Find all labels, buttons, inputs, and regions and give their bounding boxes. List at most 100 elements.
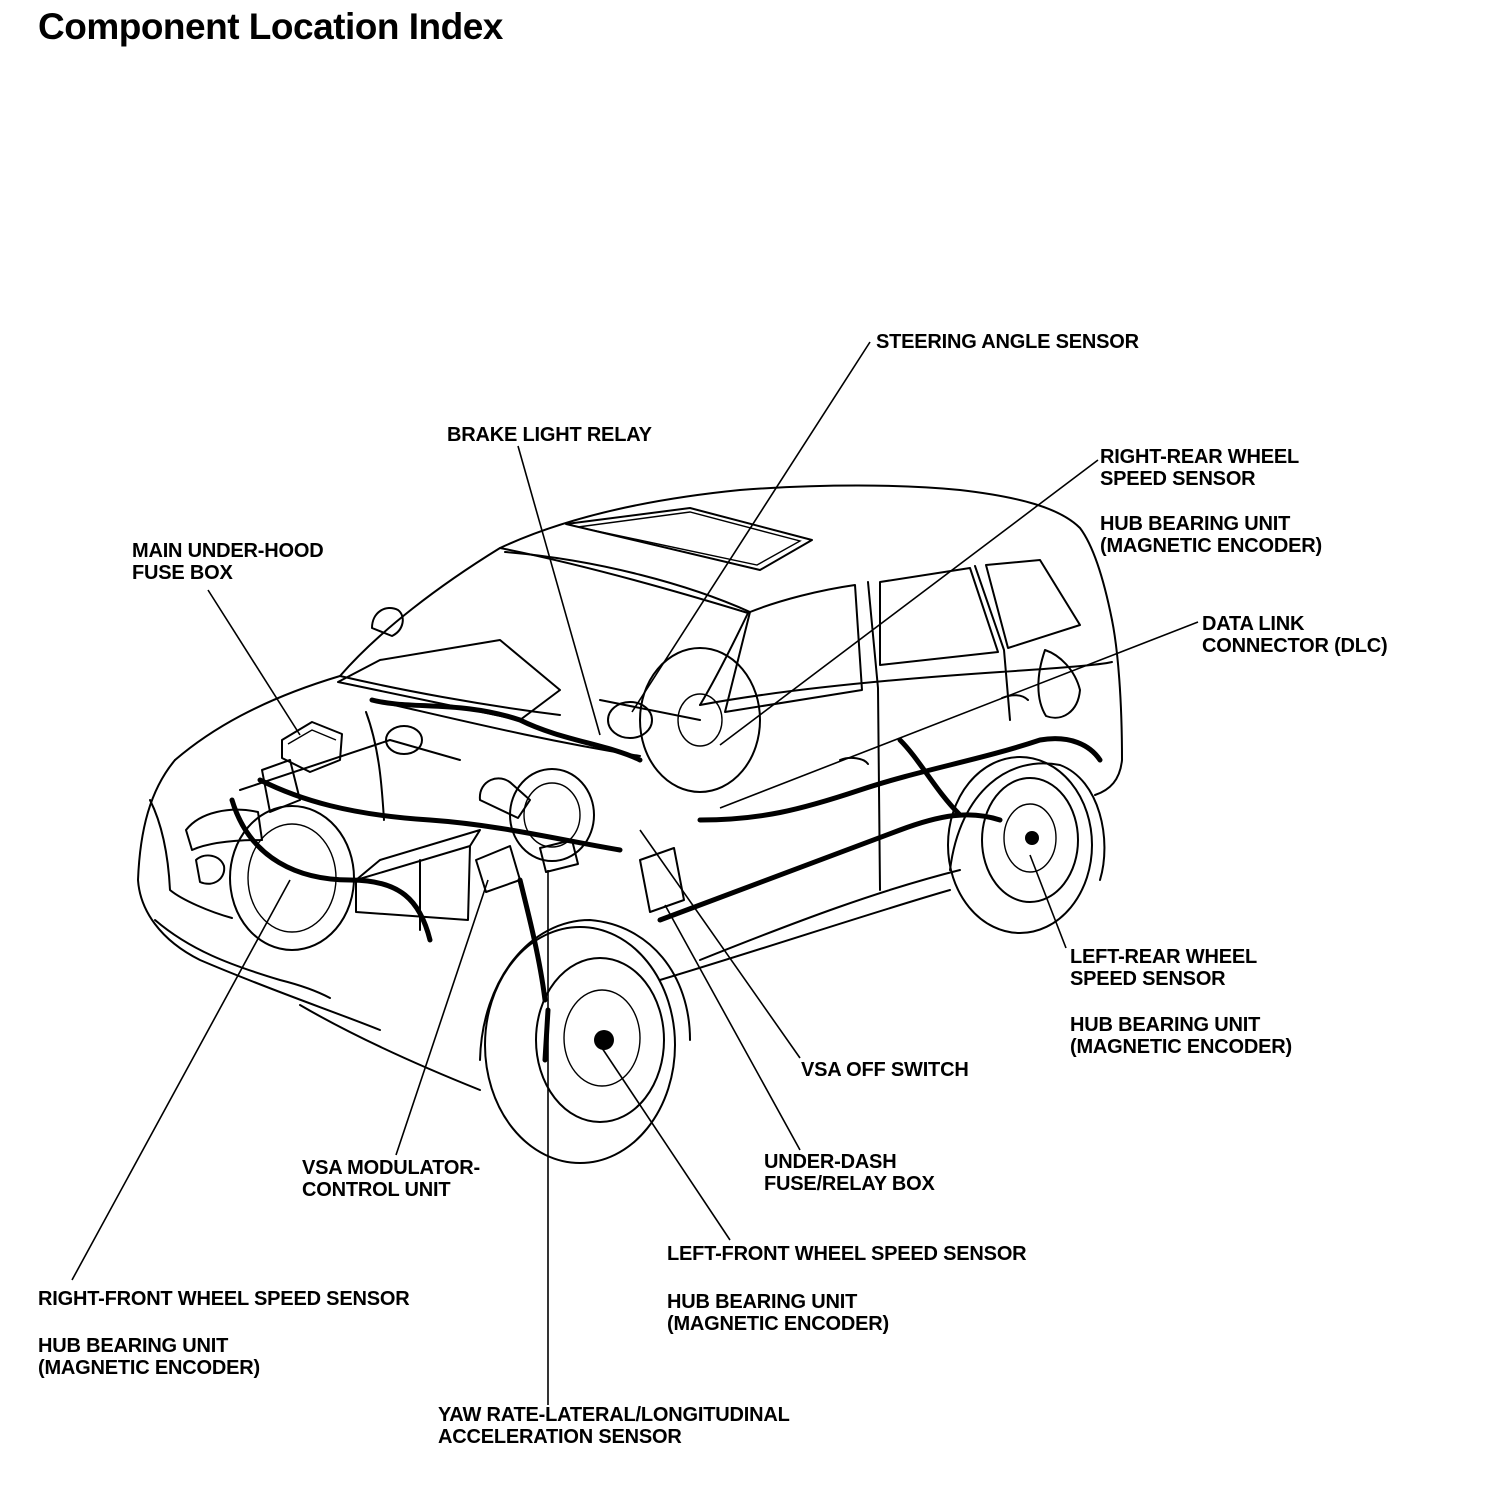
harness-engine	[257, 777, 623, 853]
left-front-hub	[594, 1030, 614, 1050]
label-line: LEFT-FRONT WHEEL SPEED SENSOR	[667, 1243, 1027, 1265]
label-right-front-hub-bearing-unit: HUB BEARING UNIT (MAGNETIC ENCODER)	[38, 1335, 260, 1379]
rear-quarter	[1037, 649, 1081, 719]
label-line: ACCELERATION SENSOR	[438, 1426, 682, 1448]
fuse-box-cover	[287, 729, 337, 745]
label-line: (MAGNETIC ENCODER)	[667, 1313, 889, 1335]
label-line: CONTROL UNIT	[302, 1179, 451, 1201]
label-line: RIGHT-REAR WHEEL	[1100, 446, 1300, 468]
side-mirror	[371, 607, 404, 637]
headlight	[185, 808, 263, 851]
radiator-support	[239, 739, 461, 791]
label-data-link-connector: DATA LINK CONNECTOR (DLC)	[1202, 613, 1388, 657]
rear-body	[1094, 619, 1123, 796]
label-line: MAIN UNDER-HOOD	[132, 540, 324, 562]
label-line: RIGHT-FRONT WHEEL SPEED SENSOR	[38, 1288, 410, 1310]
left-front-tire	[484, 926, 676, 1164]
left-rear-tire	[947, 756, 1093, 934]
label-line: HUB BEARING UNIT	[1070, 1014, 1261, 1036]
under-hood-fuse-box	[281, 721, 343, 773]
label-line: STEERING ANGLE SENSOR	[876, 331, 1139, 353]
label-yaw-rate-sensor: YAW RATE-LATERAL/LONGITUDINAL ACCELERATI…	[438, 1404, 790, 1448]
left-rear-rotor	[1003, 803, 1057, 873]
left-rear-rim	[981, 777, 1079, 903]
harness-rear-wheel	[897, 737, 963, 818]
cowl	[371, 699, 641, 757]
leader-right-front-wheel	[71, 879, 291, 1281]
hood-outline	[174, 675, 561, 761]
label-vsa-modulator-control-unit: VSA MODULATOR- CONTROL UNIT	[302, 1157, 480, 1201]
label-line: FUSE BOX	[132, 562, 233, 584]
battery	[355, 845, 471, 921]
label-right-rear-wheel-speed-sensor: RIGHT-REAR WHEEL SPEED SENSOR	[1100, 446, 1299, 490]
label-line: BRAKE LIGHT RELAY	[447, 424, 652, 446]
front-grille	[149, 799, 233, 919]
label-line: SPEED SENSOR	[1070, 968, 1226, 990]
label-vsa-off-switch: VSA OFF SWITCH	[801, 1059, 969, 1081]
label-main-under-hood-fuse-box: MAIN UNDER-HOOD FUSE BOX	[132, 540, 324, 584]
leader-steering-angle	[631, 341, 871, 713]
front-fascia	[137, 759, 381, 1031]
leader-dlc	[719, 621, 1199, 809]
relay-cluster	[261, 759, 301, 813]
wheels	[229, 756, 1106, 1164]
label-line: VSA OFF SWITCH	[801, 1059, 969, 1081]
yaw-rate-sensor-body	[539, 839, 579, 873]
leader-left-front-wheel	[599, 1044, 731, 1241]
leader-brake-light-relay	[517, 445, 601, 736]
label-under-dash-fuse-relay-box: UNDER-DASH FUSE/RELAY BOX	[764, 1151, 935, 1195]
roof-outline	[499, 484, 1113, 621]
wiring-harness	[229, 697, 1103, 1003]
engine-bay	[239, 647, 761, 931]
label-line: HUB BEARING UNIT	[667, 1291, 858, 1313]
quarter-window	[985, 559, 1081, 649]
left-front-rim	[535, 957, 665, 1123]
harness-cowl	[369, 697, 643, 763]
label-left-front-hub-bearing-unit: HUB BEARING UNIT (MAGNETIC ENCODER)	[667, 1291, 889, 1335]
label-left-rear-hub-bearing-unit: HUB BEARING UNIT (MAGNETIC ENCODER)	[1070, 1014, 1292, 1058]
label-line: UNDER-DASH	[764, 1151, 897, 1173]
steering-wheel	[639, 647, 761, 793]
b-pillar	[867, 581, 881, 891]
label-line: YAW RATE-LATERAL/LONGITUDINAL	[438, 1404, 790, 1426]
vehicle-body-outline	[137, 484, 1123, 1091]
label-left-front-wheel-speed-sensor: LEFT-FRONT WHEEL SPEED SENSOR	[667, 1243, 1027, 1265]
label-line: FUSE/RELAY BOX	[764, 1173, 935, 1195]
sunroof	[565, 507, 813, 571]
label-line: CONNECTOR (DLC)	[1202, 635, 1388, 657]
label-line: VSA MODULATOR-	[302, 1157, 480, 1179]
leader-left-rear-wheel	[1029, 854, 1067, 949]
leader-right-rear-wheel	[719, 459, 1099, 746]
steering-sensor-ring	[607, 701, 653, 739]
strut-tower	[385, 725, 423, 755]
label-line: HUB BEARING UNIT	[1100, 513, 1291, 535]
label-right-front-wheel-speed-sensor: RIGHT-FRONT WHEEL SPEED SENSOR	[38, 1288, 410, 1310]
left-front-rotor	[563, 989, 641, 1087]
label-line: (MAGNETIC ENCODER)	[1070, 1036, 1292, 1058]
rear-door-window	[879, 567, 999, 666]
harness-sensor-leg	[517, 877, 548, 1003]
page-title: Component Location Index	[38, 6, 503, 47]
label-line: LEFT-REAR WHEEL	[1070, 946, 1257, 968]
master-cylinder	[478, 777, 531, 819]
steering-column	[599, 699, 701, 721]
firewall	[365, 711, 385, 821]
leader-under-dash	[664, 904, 801, 1151]
label-right-rear-hub-bearing-unit: HUB BEARING UNIT (MAGNETIC ENCODER)	[1100, 513, 1322, 557]
harness-front	[229, 797, 433, 943]
front-door-window	[724, 584, 863, 713]
brake-booster-face	[523, 782, 581, 848]
label-line: HUB BEARING UNIT	[38, 1335, 229, 1357]
leader-vsa-modulator	[395, 879, 489, 1156]
label-left-rear-wheel-speed-sensor: LEFT-REAR WHEEL SPEED SENSOR	[1070, 946, 1257, 990]
left-front-wheel-arch	[479, 919, 691, 1061]
front-lower-bumper	[154, 919, 331, 999]
sunroof-inner	[577, 511, 802, 566]
leader-vsa-off	[639, 829, 801, 1059]
left-rear-wheel-arch	[949, 762, 1106, 881]
body-side-lower	[699, 869, 961, 961]
battery-top	[355, 829, 481, 881]
label-line: DATA LINK	[1202, 613, 1305, 635]
lower-valance	[299, 1004, 481, 1091]
